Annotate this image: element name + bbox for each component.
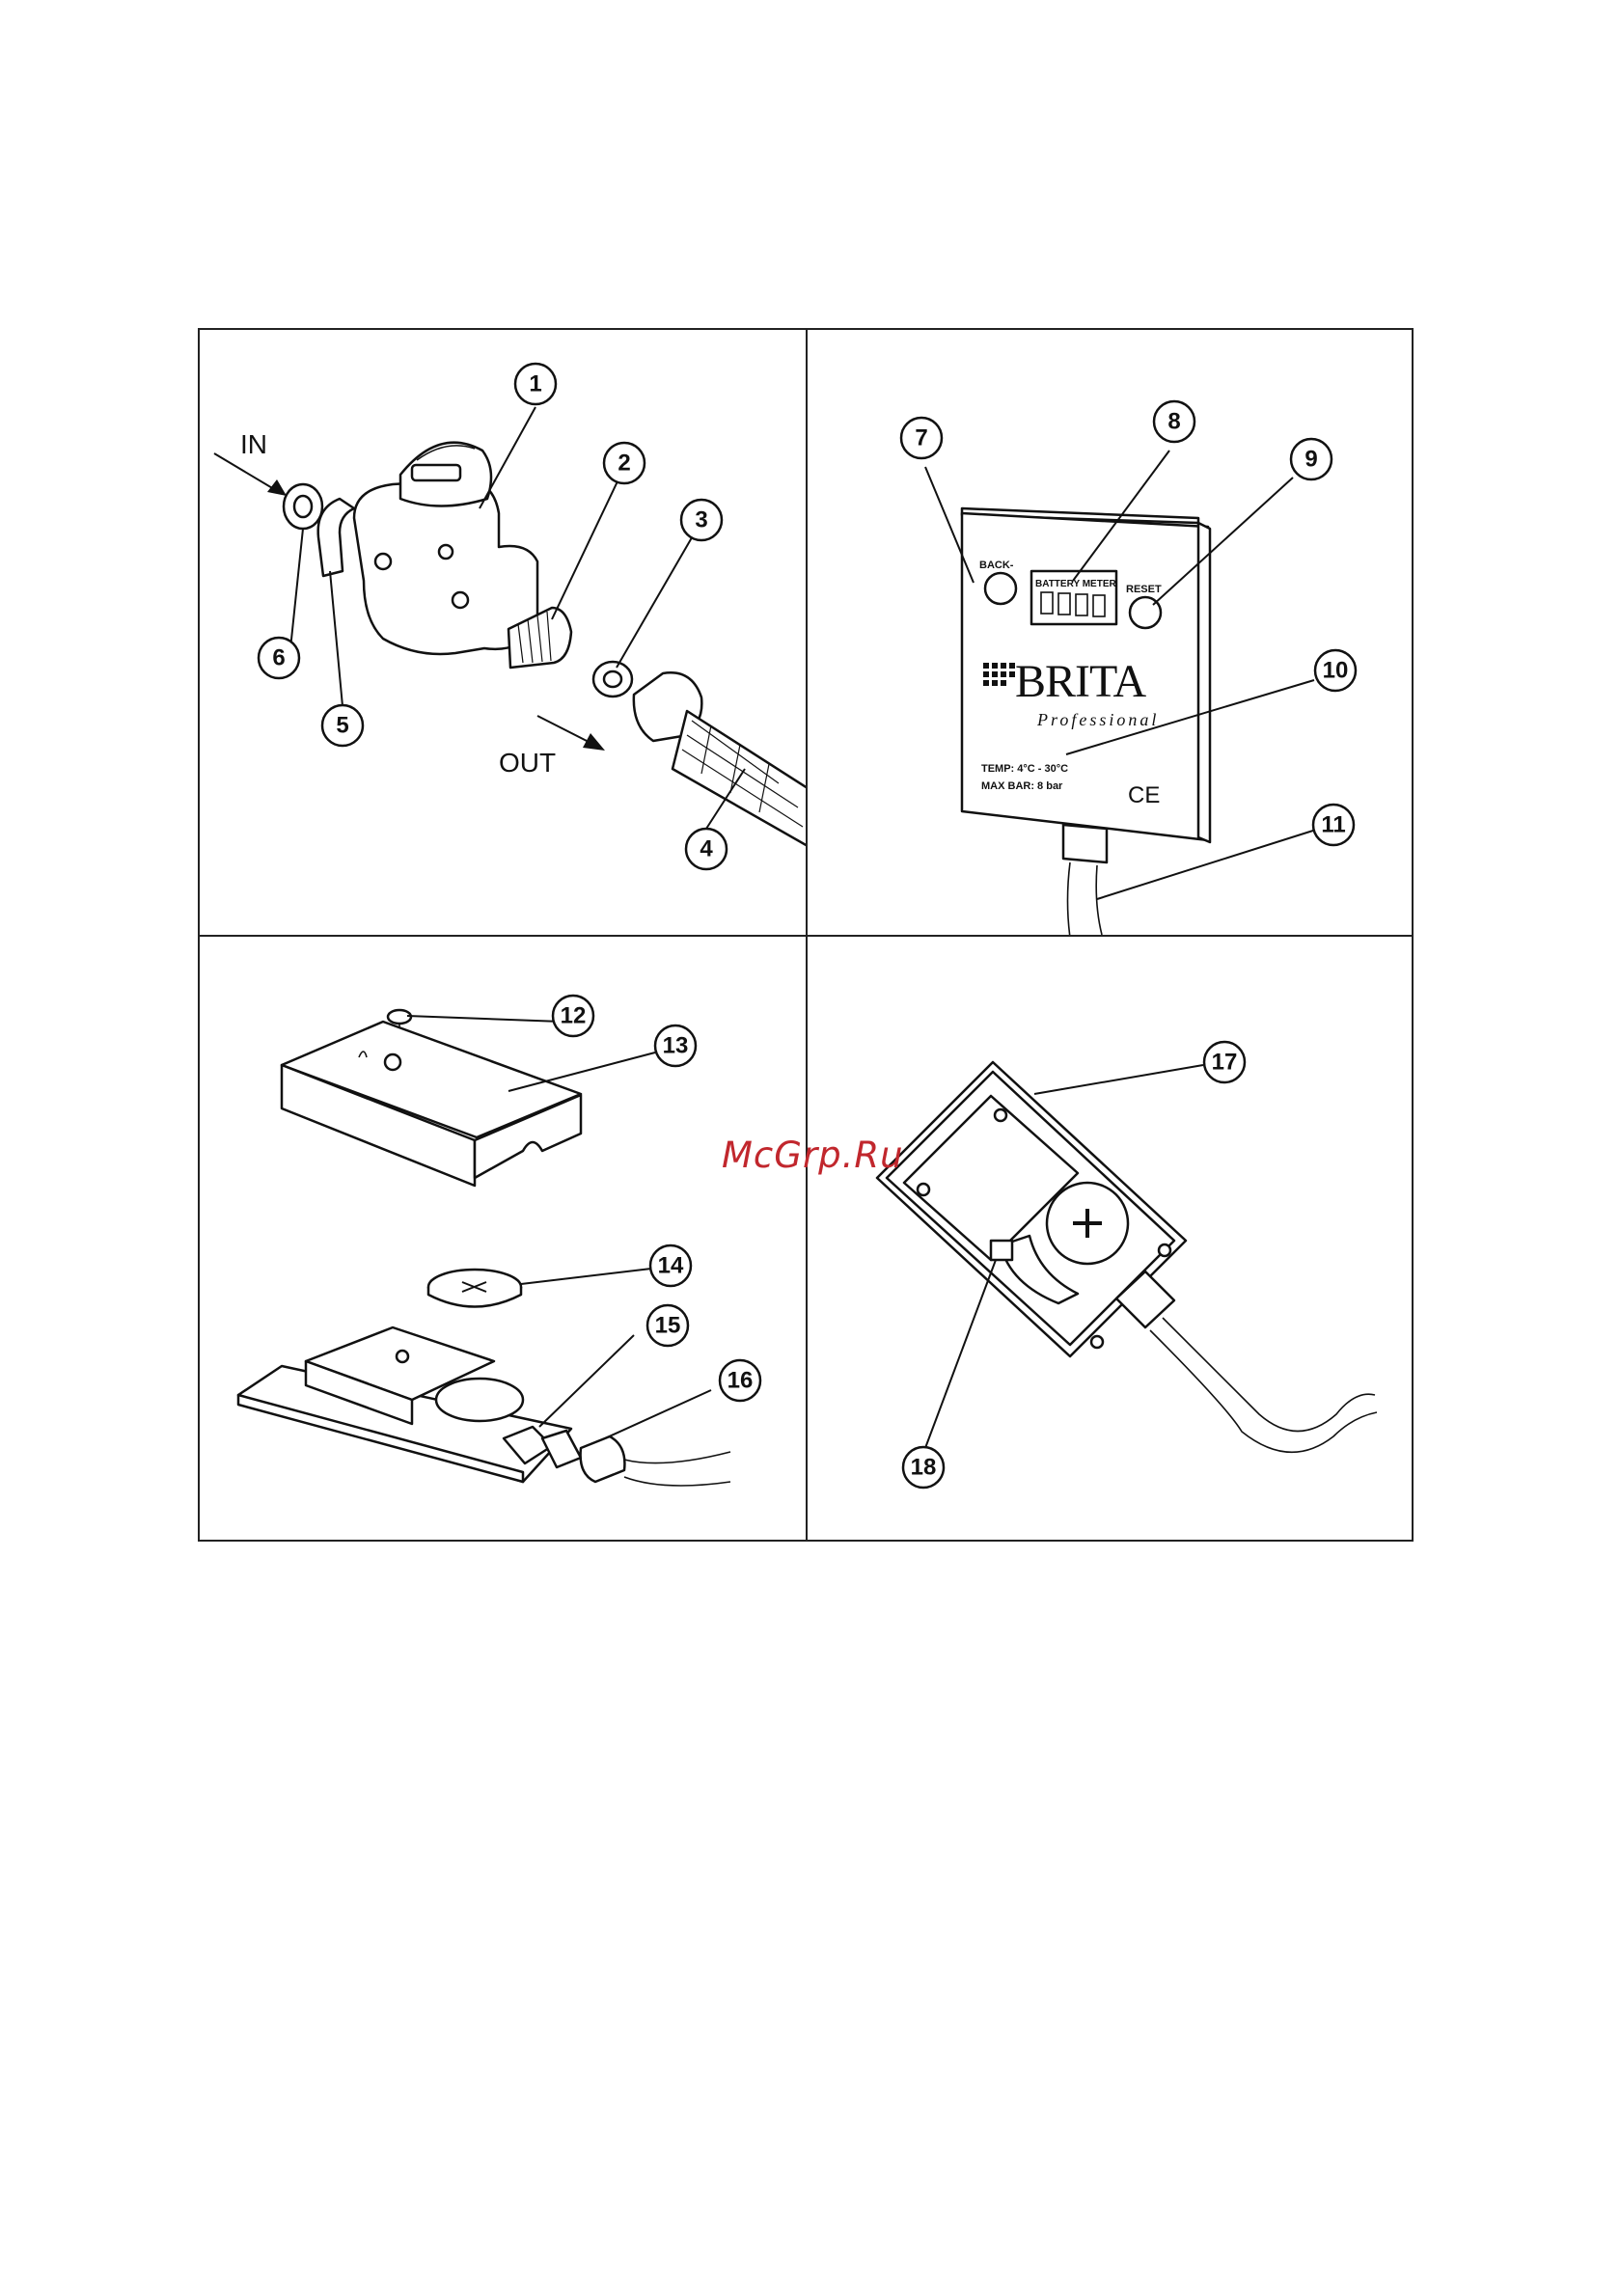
- flowmeter-sensor: [412, 465, 460, 480]
- svg-text:15: 15: [655, 1313, 681, 1339]
- label-in: IN: [240, 429, 267, 459]
- svg-text:9: 9: [1304, 447, 1317, 473]
- terminal-18: [991, 1241, 1012, 1260]
- pcb-screw: [397, 1351, 408, 1362]
- button-back-label: BACK-: [979, 560, 1014, 571]
- svg-text:1: 1: [529, 371, 541, 397]
- callout-13: 13: [655, 1025, 696, 1066]
- spec-max-bar: MAX BAR: 8 bar: [981, 780, 1063, 792]
- cable-16: [624, 1452, 730, 1486]
- brand-sub: Professional: [1036, 710, 1159, 729]
- callout-2: 2: [604, 443, 645, 483]
- callout-11: 11: [1313, 805, 1354, 845]
- panel-open-housing: 17 18: [808, 937, 1414, 1542]
- panel-display-unit: BACK- RESET BATTERY METER BRITA Professi…: [808, 330, 1414, 935]
- callout-1: 1: [515, 364, 556, 404]
- svg-text:10: 10: [1323, 658, 1349, 684]
- svg-text:6: 6: [272, 645, 285, 671]
- callout-16: 16: [720, 1360, 760, 1401]
- svg-text:12: 12: [561, 1003, 587, 1029]
- panel-flowmeter: IN: [200, 330, 806, 935]
- svg-text:11: 11: [1321, 812, 1345, 838]
- svg-text:3: 3: [695, 507, 707, 533]
- flowmeter-illustration: IN: [200, 330, 806, 935]
- out-arrow-head: [583, 733, 605, 751]
- battery-exploded-illustration: 12 13 14 15 16: [200, 937, 806, 1542]
- screw-b: [453, 592, 468, 608]
- cable-11: [1068, 862, 1103, 935]
- screw-a: [375, 554, 391, 569]
- cover-hole: [385, 1054, 400, 1070]
- in-arrow: [214, 453, 279, 492]
- ce-mark: CE: [1128, 782, 1160, 808]
- svg-text:14: 14: [658, 1253, 684, 1279]
- panel-battery-exploded: 12 13 14 15 16: [200, 937, 806, 1542]
- unit-side: [1198, 523, 1210, 842]
- callout-6: 6: [259, 638, 299, 678]
- svg-text:5: 5: [336, 713, 348, 739]
- washer-3-hole: [604, 671, 621, 687]
- callout-15: 15: [647, 1305, 688, 1346]
- button-reset-label: RESET: [1126, 584, 1162, 595]
- callout-17: 17: [1204, 1042, 1245, 1082]
- callout-5: 5: [322, 705, 363, 746]
- svg-text:2: 2: [618, 451, 630, 477]
- connector-15b: [542, 1431, 581, 1467]
- callout-12: 12: [553, 996, 593, 1036]
- nut-16: [581, 1436, 625, 1482]
- callout-7: 7: [901, 418, 942, 458]
- callout-9: 9: [1291, 439, 1332, 479]
- spec-temp: TEMP: 4°C - 30°C: [981, 763, 1068, 775]
- callout-4: 4: [686, 829, 727, 869]
- svg-text:18: 18: [911, 1455, 937, 1481]
- callout-3: 3: [681, 500, 722, 540]
- callout-14: 14: [650, 1245, 691, 1286]
- callout-8: 8: [1154, 401, 1194, 442]
- screw-c: [439, 545, 453, 559]
- out-arrow: [537, 716, 590, 743]
- clip-5: [318, 499, 354, 576]
- cable-gland: [1063, 825, 1107, 862]
- svg-text:13: 13: [663, 1033, 689, 1059]
- cable-4: [1150, 1318, 1377, 1452]
- washer-6-hole: [294, 496, 312, 517]
- svg-text:17: 17: [1212, 1050, 1238, 1076]
- figure-grid: IN: [198, 328, 1414, 1542]
- svg-text:8: 8: [1167, 409, 1180, 435]
- brand-name: BRITA: [1015, 656, 1146, 707]
- battery-14-edge: [428, 1287, 521, 1307]
- callout-10: 10: [1315, 650, 1356, 691]
- svg-text:7: 7: [915, 425, 927, 451]
- battery-holder: [436, 1379, 523, 1421]
- display-unit-illustration: BACK- RESET BATTERY METER BRITA Professi…: [808, 330, 1414, 935]
- svg-text:16: 16: [728, 1368, 754, 1394]
- open-housing-illustration: 17 18: [808, 937, 1414, 1542]
- lcd-label: BATTERY METER: [1035, 579, 1116, 589]
- svg-text:4: 4: [700, 836, 713, 862]
- callout-18: 18: [903, 1447, 944, 1488]
- button-back[interactable]: [985, 573, 1016, 604]
- watermark: McGrp.Ru: [722, 1134, 904, 1176]
- label-out: OUT: [499, 748, 556, 778]
